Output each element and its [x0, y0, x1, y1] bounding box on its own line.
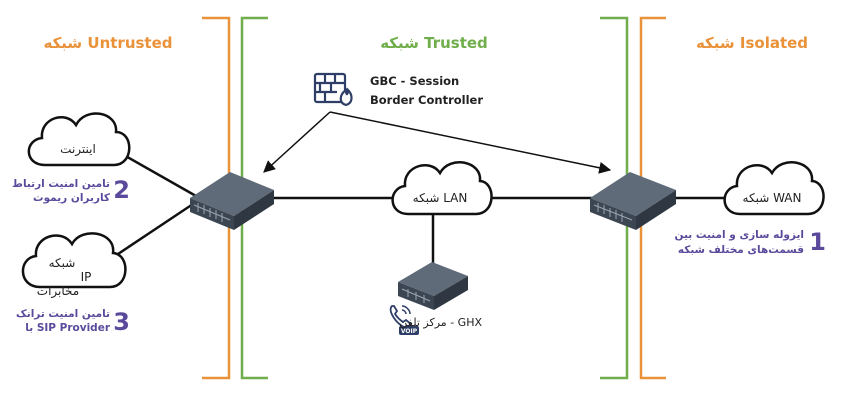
- isolated-zone-title: شبکه Isolated: [696, 34, 808, 52]
- note-3-line2: با SIP Provider: [25, 322, 111, 334]
- lan-label: شبکه LAN: [413, 191, 468, 205]
- note-1-number: 1: [809, 228, 826, 256]
- pbx-label: مرکز تلفن - GHX: [399, 316, 482, 329]
- note-1-line1: ایزوله سازی و امنیت بین: [675, 229, 804, 241]
- ip-network-cloud: شبکه IP مخابرات: [21, 232, 127, 299]
- wan-label: شبکه WAN: [743, 191, 802, 205]
- voip-badge: VOIP: [401, 328, 418, 335]
- ip-cloud-label-line2: IP: [81, 270, 92, 284]
- trusted-zone-title: شبکه Trusted: [380, 34, 488, 52]
- note-2-line2: کاربران ریموت: [33, 192, 111, 204]
- note-1-line2: قسمت‌های مختلف شبکه: [678, 244, 804, 256]
- untrusted-zone-title: شبکه Untrusted: [43, 34, 172, 52]
- ip-cloud-label-line1: شبکه: [49, 256, 76, 270]
- pbx-device: [398, 262, 468, 310]
- note-3-line1: تامین امنیت ترانک: [16, 308, 110, 320]
- firewall-icon: [313, 72, 353, 107]
- firewall-arrows: [263, 111, 612, 174]
- sbc-device-left: [190, 172, 274, 230]
- note-2-number: 2: [113, 176, 130, 204]
- firewall-label-line2: Border Controller: [370, 93, 483, 107]
- arrow-to-sbc-right: [329, 111, 612, 174]
- note-2-line1: تامین امنیت ارتباط: [12, 178, 110, 190]
- sbc-device-right: [590, 172, 676, 230]
- internet-cloud: اینترنت: [27, 112, 131, 167]
- firewall-label-line1: GBC - Session: [370, 74, 459, 88]
- voip-phone-icon: VOIP: [389, 305, 419, 335]
- lan-cloud: شبکه LAN: [391, 161, 493, 216]
- arrow-to-sbc-left: [263, 111, 331, 173]
- ip-cloud-label-line3: مخابرات: [37, 284, 79, 299]
- link-ip-sbc-left: [105, 200, 197, 264]
- wan-cloud: شبکه WAN: [723, 161, 825, 216]
- internet-label: اینترنت: [60, 142, 96, 157]
- note-3-number: 3: [113, 308, 130, 336]
